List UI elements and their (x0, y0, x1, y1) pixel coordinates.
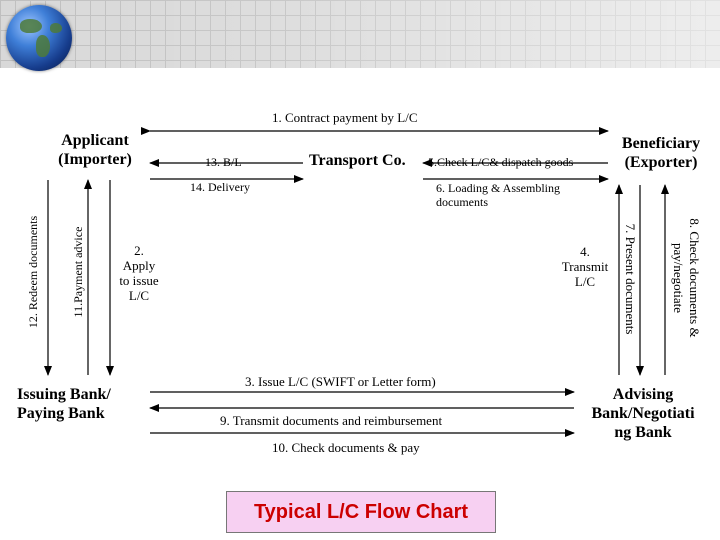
step-8-line2: pay/negotiate (671, 242, 686, 314)
transport-node: Transport Co. (309, 152, 406, 169)
chart-title-box: Typical L/C Flow Chart (226, 491, 496, 533)
issuing-bank-subtitle: Paying Bank (17, 405, 105, 422)
advising-bank-line2: Bank/Negotiati (591, 405, 695, 422)
applicant-subtitle: (Importer) (58, 151, 132, 168)
step-2-line2: Apply (122, 258, 156, 273)
step-4-line2: Transmit (561, 259, 609, 274)
step-9-label: 9. Transmit documents and reimbursement (220, 413, 443, 428)
issuing-bank-title: Issuing Bank/ (17, 386, 111, 403)
globe-icon (6, 5, 72, 71)
step-2-line4: L/C (128, 288, 150, 303)
step-11-label: 11.Payment advice (71, 226, 85, 318)
step-3-label: 3. Issue L/C (SWIFT or Letter form) (245, 374, 436, 389)
advising-bank-line1: Advising (612, 386, 674, 403)
step-6-line2: documents (436, 195, 488, 209)
step-8-label: 8. Check documents & pay/negotiate (670, 198, 702, 358)
issuing-bank-node: Issuing Bank/ Paying Bank (17, 385, 111, 423)
beneficiary-node: Beneficiary (Exporter) (606, 134, 716, 172)
applicant-title: Applicant (61, 132, 129, 149)
advising-bank-line3: ng Bank (614, 424, 672, 441)
step-6-label: 6. Loading & Assembling documents (436, 181, 560, 209)
step-4-line1: 4. (580, 244, 590, 259)
step-4-label: 4. Transmit L/C (553, 244, 617, 289)
step-4-line3: L/C (574, 274, 596, 289)
beneficiary-subtitle: (Exporter) (624, 154, 698, 171)
chart-title: Typical L/C Flow Chart (253, 501, 469, 523)
step-2-label: 2. Apply to issue L/C (108, 243, 170, 303)
advising-bank-node: Advising Bank/Negotiati ng Bank (580, 385, 706, 442)
step-8-line1: 8. Check documents & (687, 218, 702, 338)
step-5-label: 5.Check L/C& dispatch goods (428, 155, 574, 169)
header-fade (0, 0, 720, 70)
step-7-label: 7. Present documents (623, 223, 638, 335)
applicant-node: Applicant (Importer) (38, 131, 152, 169)
step-13-label: 13. B/L (205, 155, 242, 169)
step-10-label: 10. Check documents & pay (272, 440, 420, 455)
step-2-line3: to issue (119, 273, 159, 288)
step-12-label: 12. Redeem documents (26, 215, 40, 329)
step-1-label: 1. Contract payment by L/C (272, 110, 418, 125)
step-2-line1: 2. (134, 243, 144, 258)
beneficiary-title: Beneficiary (621, 135, 701, 152)
step-6-line1: 6. Loading & Assembling (436, 181, 560, 195)
step-14-label: 14. Delivery (190, 180, 250, 194)
